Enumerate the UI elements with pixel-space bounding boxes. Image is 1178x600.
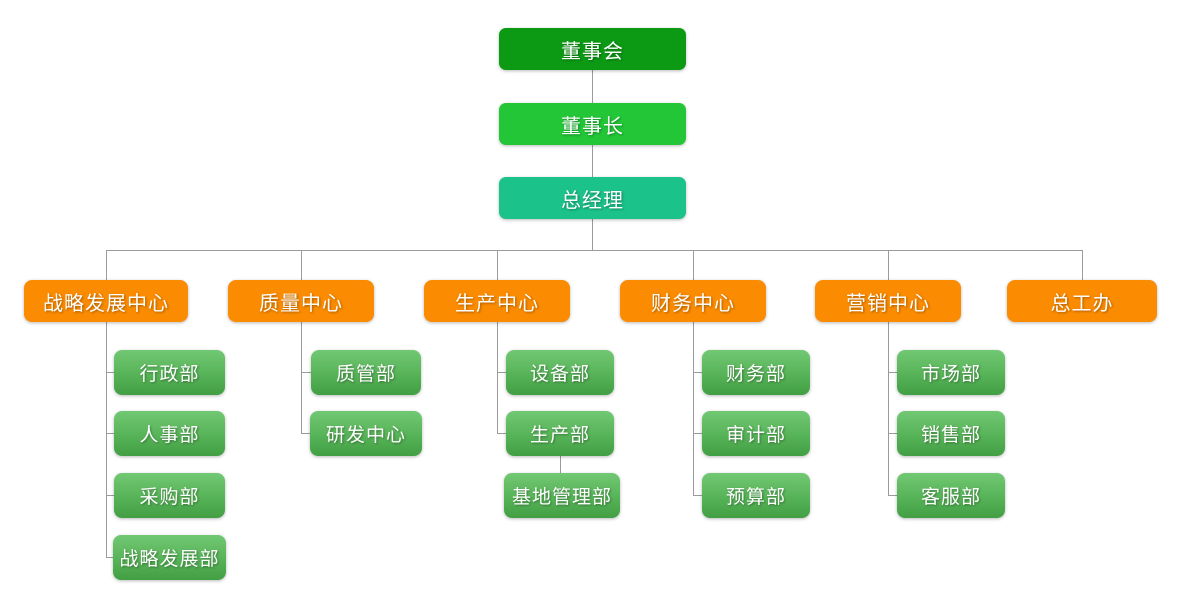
connector-line xyxy=(560,456,561,473)
node-customer-service-dept: 客服部 xyxy=(897,473,1005,518)
connector-line xyxy=(106,433,114,434)
connector-line xyxy=(888,322,889,495)
node-quality-management-dept: 质管部 xyxy=(311,350,421,395)
node-finance-dept: 财务部 xyxy=(702,350,810,395)
node-board-of-directors: 董事会 xyxy=(499,28,686,70)
connector-line xyxy=(888,495,897,496)
node-strategic-development-dept: 战略发展部 xyxy=(113,535,226,580)
connector-line xyxy=(592,145,593,177)
connector-line xyxy=(592,219,593,250)
connector-line xyxy=(497,433,506,434)
connector-line xyxy=(301,250,302,280)
connector-bus-line xyxy=(106,250,1082,251)
node-strategic-development-center: 战略发展中心 xyxy=(24,280,188,322)
connector-line xyxy=(1082,250,1083,280)
connector-line xyxy=(106,322,107,557)
node-chief-engineer-office: 总工办 xyxy=(1007,280,1157,322)
node-production-dept: 生产部 xyxy=(506,411,614,456)
connector-line xyxy=(106,557,113,558)
node-base-management-dept: 基地管理部 xyxy=(504,473,620,518)
node-budget-dept: 预算部 xyxy=(702,473,810,518)
node-finance-center: 财务中心 xyxy=(620,280,766,322)
connector-line xyxy=(693,433,702,434)
node-chairman: 董事长 xyxy=(499,103,686,145)
connector-line xyxy=(592,70,593,103)
node-administration-dept: 行政部 xyxy=(114,350,225,395)
node-audit-dept: 审计部 xyxy=(702,411,810,456)
node-equipment-dept: 设备部 xyxy=(506,350,614,395)
connector-line xyxy=(301,433,310,434)
connector-line xyxy=(106,495,114,496)
connector-line xyxy=(693,322,694,495)
connector-line xyxy=(301,322,302,433)
node-sales-dept: 销售部 xyxy=(897,411,1005,456)
connector-line xyxy=(497,322,498,433)
connector-line xyxy=(888,433,897,434)
node-marketing-dept: 市场部 xyxy=(897,350,1005,395)
node-quality-center: 质量中心 xyxy=(228,280,374,322)
node-general-manager: 总经理 xyxy=(499,177,686,219)
connector-line xyxy=(693,372,702,373)
connector-line xyxy=(693,495,702,496)
node-marketing-center: 营销中心 xyxy=(815,280,961,322)
node-production-center: 生产中心 xyxy=(424,280,570,322)
connector-line xyxy=(888,372,897,373)
connector-line xyxy=(888,250,889,280)
connector-line xyxy=(301,372,311,373)
node-procurement-dept: 采购部 xyxy=(114,473,225,518)
node-hr-dept: 人事部 xyxy=(114,411,225,456)
connector-line xyxy=(106,372,114,373)
connector-line xyxy=(497,250,498,280)
connector-line xyxy=(106,250,107,280)
connector-line xyxy=(497,372,506,373)
connector-line xyxy=(693,250,694,280)
node-rd-center: 研发中心 xyxy=(310,411,422,456)
